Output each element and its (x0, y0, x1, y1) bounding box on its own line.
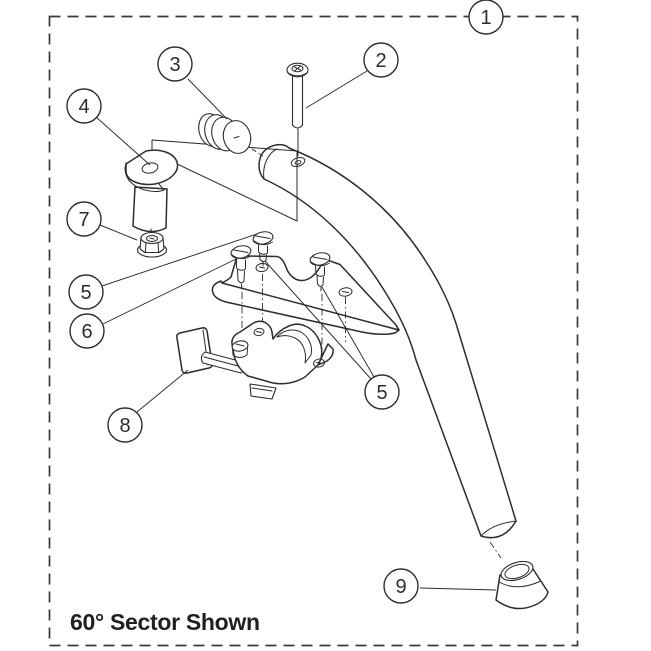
plug-axis-line (251, 148, 265, 158)
leader-4 (95, 116, 151, 166)
callout-6-number: 6 (81, 321, 92, 343)
callout-1-number: 1 (480, 7, 491, 29)
leader-5-right-a (321, 286, 375, 378)
clamp-saddle (276, 329, 312, 364)
mounting-bolt (286, 62, 309, 157)
leader-6 (102, 258, 237, 325)
callout-7: 7 (66, 201, 102, 237)
leader-9 (419, 587, 497, 591)
callout-8: 8 (107, 407, 143, 443)
screw-middle (252, 231, 274, 338)
callout-6: 6 (69, 313, 105, 349)
clamp-cam-bolt (231, 340, 249, 358)
leader-8 (136, 369, 189, 413)
sector-plate-bar (211, 280, 400, 336)
callout-3-number: 3 (169, 54, 180, 76)
plate-hole-left (255, 262, 269, 273)
diagram-dashed-border (48, 15, 579, 647)
plug-cap (198, 113, 265, 158)
receiver-body (132, 186, 168, 233)
end-cap (489, 541, 549, 610)
callout-5-right-number: 5 (376, 382, 387, 404)
callout-8-number: 8 (119, 415, 130, 437)
cane-receiver (124, 149, 179, 236)
leader-7 (99, 224, 138, 241)
end-cap-axis-line (489, 541, 502, 559)
receiver-top-plate (125, 149, 179, 186)
callout-4: 4 (66, 88, 102, 124)
leader-2 (305, 70, 368, 109)
callout-2: 2 (363, 42, 399, 78)
plate-hole-right (338, 287, 353, 297)
clamp-assembly (176, 320, 334, 400)
callout-9: 9 (383, 568, 419, 604)
leader-5-left (101, 233, 258, 287)
callout-3: 3 (157, 46, 193, 82)
callout-5-right: 5 (364, 374, 400, 410)
callout-1: 1 (468, 0, 504, 35)
callout-7-number: 7 (78, 209, 89, 231)
leader-5-right-b (264, 260, 372, 380)
callout-5-left: 5 (68, 274, 104, 310)
leader-3 (187, 78, 228, 120)
sector-plate (211, 255, 400, 336)
release-handle-pad (176, 327, 213, 374)
clamp-foot (249, 383, 277, 400)
clamp-body (231, 320, 334, 385)
diagram-caption: 60° Sector Shown (70, 609, 260, 635)
callout-5-left-number: 5 (80, 282, 91, 304)
leader-lines (95, 70, 497, 591)
receiver-hole (141, 162, 159, 174)
callout-9-number: 9 (395, 576, 406, 598)
lock-nut (136, 231, 168, 258)
callout-2-number: 2 (375, 50, 386, 72)
callout-4-number: 4 (78, 96, 89, 118)
